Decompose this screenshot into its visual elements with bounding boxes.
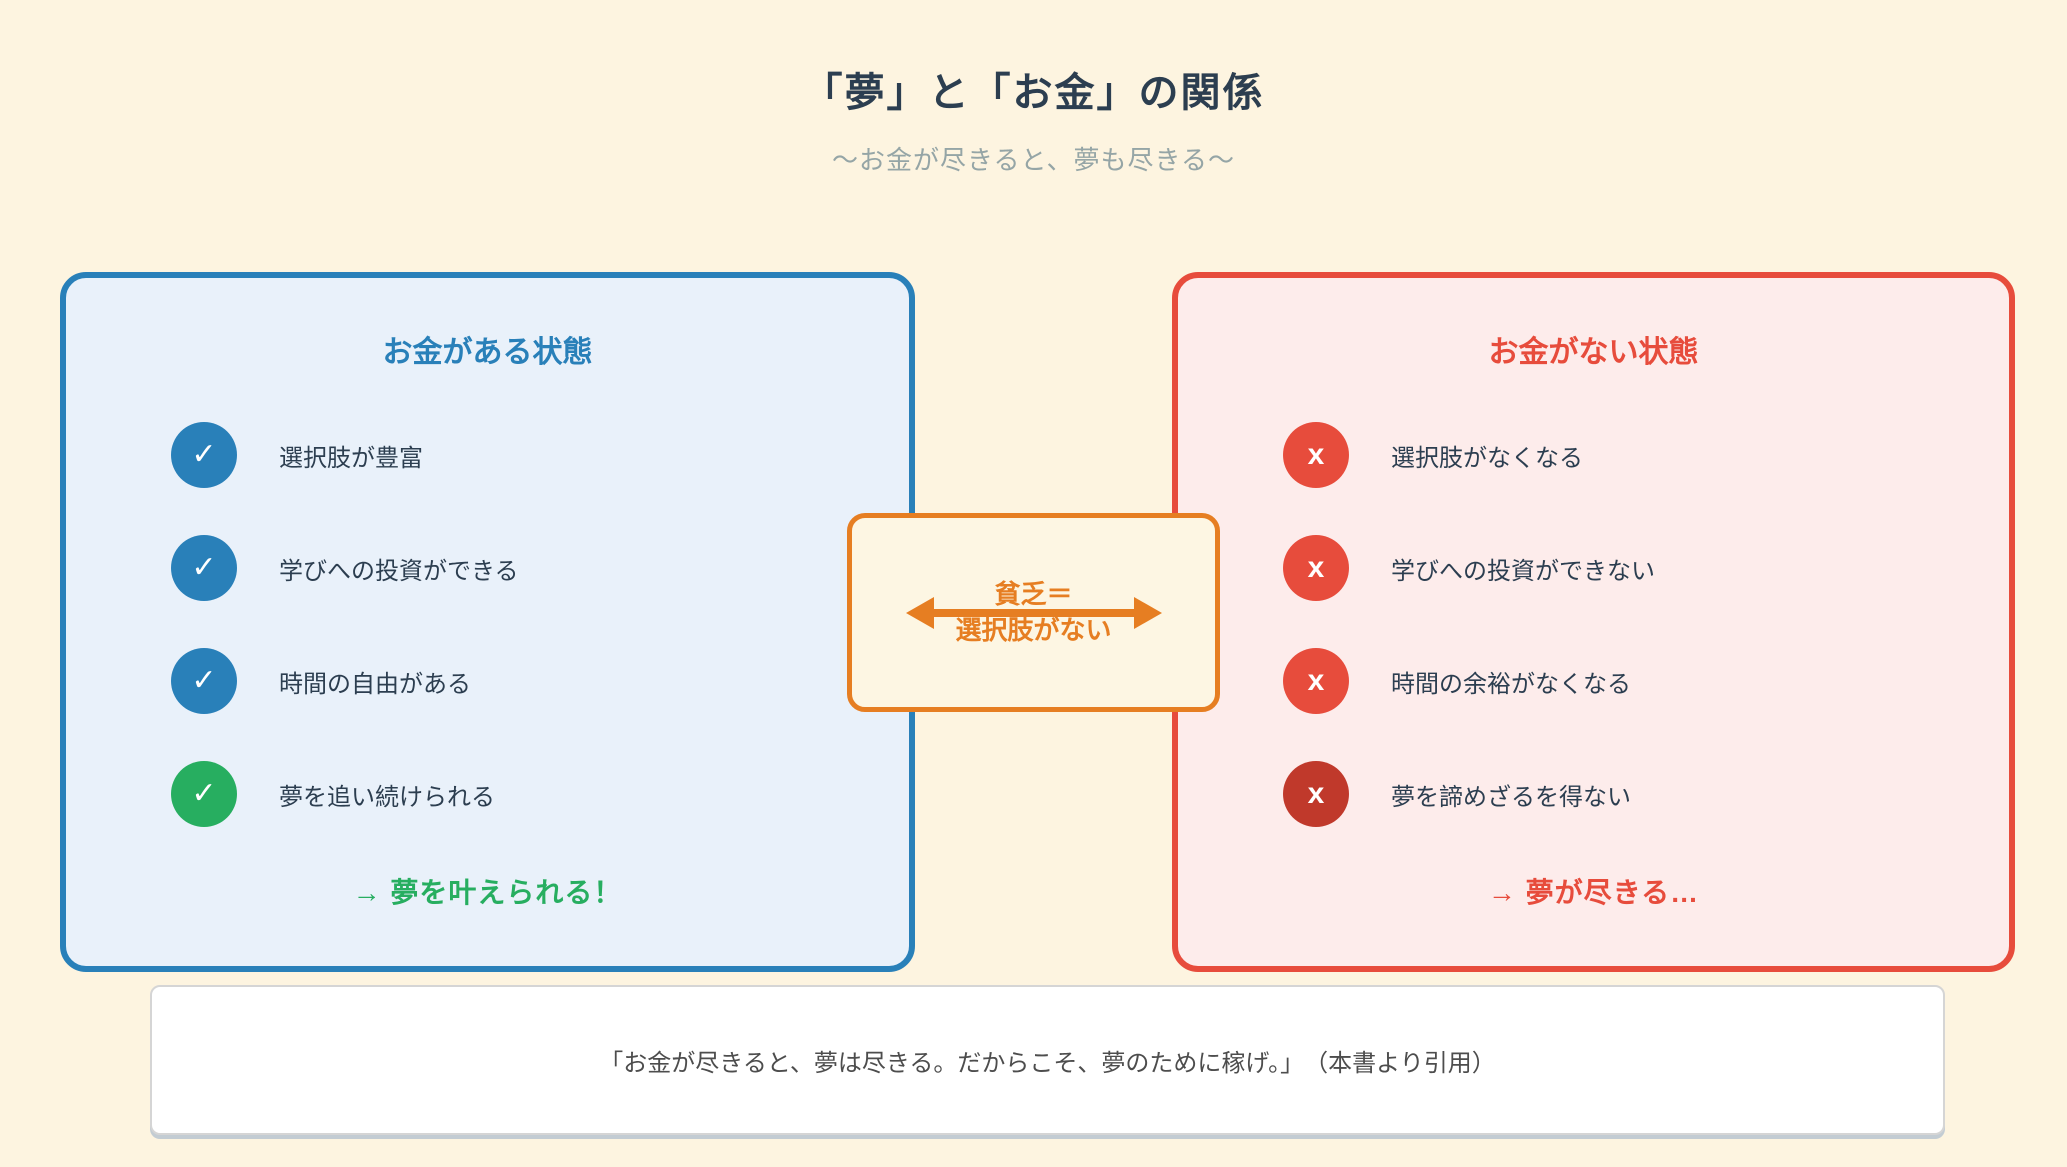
panel-no-money-title: お金がない状態	[1488, 336, 1699, 369]
list-item: ✓ 学びへの投資ができる	[171, 535, 909, 601]
panel-no-money-conclusion: → 夢が尽きる…	[1487, 877, 1700, 908]
page-subtitle: 〜お金が尽きると、夢も尽きる〜	[832, 145, 1235, 175]
list-item: x 選択肢がなくなる	[1283, 422, 2009, 488]
list-item: ✓ 夢を追い続けられる	[171, 761, 909, 827]
quote-text: 「お金が尽きると、夢は尽きる。だからこそ、夢のために稼げ。」 （本書より引用）	[599, 1049, 1496, 1077]
x-icon: x	[1283, 761, 1349, 827]
check-icon: ✓	[171, 761, 237, 827]
list-item: x 学びへの投資ができない	[1283, 535, 2009, 601]
x-icon: x	[1283, 648, 1349, 714]
x-icon: x	[1283, 535, 1349, 601]
list-item-label: 選択肢が豊富	[279, 444, 423, 472]
quote-box: 「お金が尽きると、夢は尽きる。だからこそ、夢のために稼げ。」 （本書より引用）	[150, 985, 1945, 1135]
list-item-label: 学びへの投資ができない	[1391, 557, 1655, 585]
panel-money-available: お金がある状態 ✓ 選択肢が豊富 ✓ 学びへの投資ができる ✓ 時間の自由がある…	[60, 272, 915, 972]
list-item-label: 夢を諦めざるを得ない	[1391, 783, 1631, 811]
list-item-label: 学びへの投資ができる	[279, 557, 519, 585]
panel-money-available-title: お金がある状態	[382, 336, 593, 369]
list-item-label: 時間の余裕がなくなる	[1391, 670, 1631, 698]
list-item-label: 時間の自由がある	[279, 670, 471, 698]
check-icon: ✓	[171, 648, 237, 714]
center-note: 貧乏＝ 選択肢がない	[847, 513, 1220, 712]
check-icon: ✓	[171, 422, 237, 488]
list-item-label: 選択肢がなくなる	[1391, 444, 1583, 472]
center-note-line2: 選択肢がない	[955, 614, 1112, 645]
list-item: ✓ 選択肢が豊富	[171, 422, 909, 488]
page-title: 「夢」と「お金」の関係	[802, 71, 1265, 115]
x-icon: x	[1283, 422, 1349, 488]
list-item: x 時間の余裕がなくなる	[1283, 648, 2009, 714]
list-item: ✓ 時間の自由がある	[171, 648, 909, 714]
list-item-label: 夢を追い続けられる	[279, 783, 495, 811]
center-note-line1: 貧乏＝	[994, 579, 1073, 610]
double-arrow-icon	[905, 596, 1162, 629]
list-item: x 夢を諦めざるを得ない	[1283, 761, 2009, 827]
center-note-text: 貧乏＝ 選択肢がない	[955, 577, 1111, 647]
panel-money-available-conclusion: → 夢を叶えられる！	[352, 877, 623, 908]
panel-no-money: お金がない状態 x 選択肢がなくなる x 学びへの投資ができない x 時間の余裕…	[1172, 272, 2015, 972]
check-icon: ✓	[171, 535, 237, 601]
